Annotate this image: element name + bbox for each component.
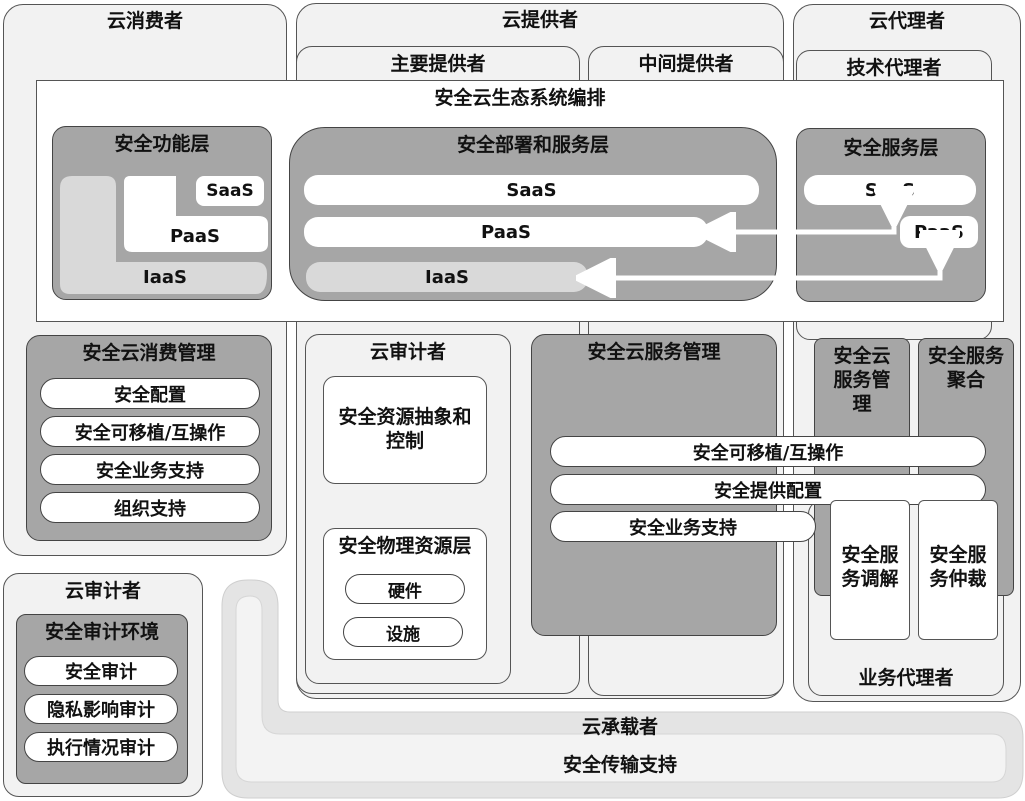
iaas-l-shape xyxy=(60,176,267,294)
ecosystem-orchestration-title: 安全云生态系统编排 xyxy=(434,87,606,109)
audit-item: 执行情况审计 xyxy=(24,732,178,762)
service-mgmt-item: 安全可移植/互操作 xyxy=(550,436,986,467)
broker-service-layer-title: 安全服务层 xyxy=(843,137,939,159)
service-management-title: 安全云服务管理 xyxy=(587,341,721,363)
broker-mediation-box xyxy=(830,500,910,640)
arrow-paas-to-iaas xyxy=(596,250,940,278)
cloud-consumer-title: 云消费者 xyxy=(106,10,183,32)
facility-item: 设施 xyxy=(343,617,463,647)
resource-abstraction-label: 安全资源抽象和控制 xyxy=(338,406,472,452)
primary-provider-title: 主要提供者 xyxy=(390,53,486,75)
consumer-mgmt-item: 安全业务支持 xyxy=(40,454,260,485)
consumer-functional-layer-title: 安全功能层 xyxy=(114,133,210,155)
hardware-item: 硬件 xyxy=(345,574,465,604)
business-broker-title: 业务代理者 xyxy=(858,667,954,689)
paas-l-shape xyxy=(124,176,268,252)
audit-item: 安全审计 xyxy=(24,656,178,686)
arrow-saas-to-paas xyxy=(716,206,894,232)
service-mgmt-item: 安全业务支持 xyxy=(550,511,816,542)
service-mgmt-item: 安全提供配置 xyxy=(550,474,986,505)
consumer-paas-label: PaaS xyxy=(170,226,220,247)
broker-aggregation-label: 安全服务聚合 xyxy=(928,345,1005,391)
broker-arbitrage-label: 安全服务仲裁 xyxy=(929,544,987,590)
intermediate-provider-title: 中间提供者 xyxy=(638,53,734,75)
cloud-provider-title: 云提供者 xyxy=(501,9,578,31)
provider-iaas-bar: IaaS xyxy=(306,262,588,292)
consumer-mgmt-item: 安全可移植/互操作 xyxy=(40,416,260,447)
provider-saas-bar: SaaS xyxy=(304,175,759,205)
broker-service-mgmt-label: 安全云服务管理 xyxy=(833,345,891,415)
audit-environment-title: 安全审计环境 xyxy=(44,621,159,643)
deployment-service-layer-title: 安全部署和服务层 xyxy=(456,134,609,156)
consumer-mgmt-item: 组织支持 xyxy=(40,492,260,523)
cloud-carrier-title: 云承载者 xyxy=(581,716,658,738)
consumer-mgmt-item: 安全配置 xyxy=(40,378,260,409)
cloud-broker-title: 云代理者 xyxy=(868,10,945,32)
consumer-saas-block: SaaS xyxy=(196,176,264,206)
physical-resource-layer-title: 安全物理资源层 xyxy=(338,535,472,557)
audit-item: 隐私影响审计 xyxy=(24,694,178,724)
cloud-auditor-title: 云审计者 xyxy=(64,580,141,602)
broker-arbitrage-box xyxy=(918,500,998,640)
technical-broker-title: 技术代理者 xyxy=(846,57,942,79)
provider-auditor-title: 云审计者 xyxy=(369,341,446,363)
consumer-management-title: 安全云消费管理 xyxy=(82,342,216,364)
consumer-stack-shape xyxy=(60,176,268,294)
carrier-inner xyxy=(235,595,1007,783)
broker-mediation-label: 安全服务调解 xyxy=(841,544,899,590)
secure-transport-label: 安全传输支持 xyxy=(562,754,677,776)
resource-abstraction-box xyxy=(323,376,487,484)
consumer-iaas-label: IaaS xyxy=(143,267,187,288)
